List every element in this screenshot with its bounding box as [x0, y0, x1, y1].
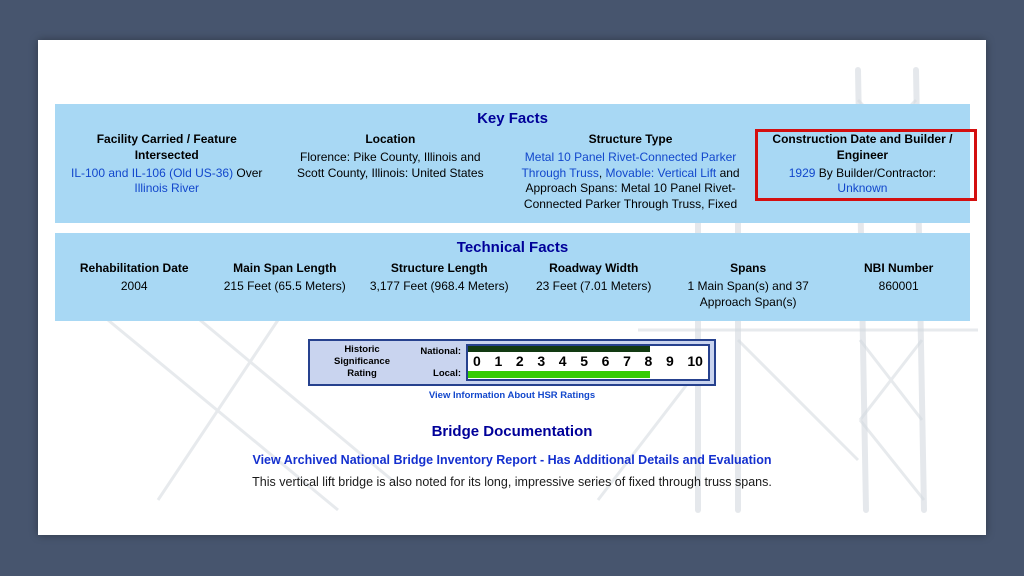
construction-year-link[interactable]: 1929	[788, 165, 816, 180]
key-facts-section: Key Facts Facility Carried / Feature Int…	[55, 104, 977, 224]
hsr-tick-3: 3	[537, 353, 546, 370]
key-facts-title: Key Facts	[477, 110, 548, 127]
hsr-tick-4: 4	[558, 353, 567, 370]
structure-length-cell: Structure Length 3,177 Feet (968.4 Meter…	[358, 261, 520, 295]
hsr-tick-1: 1	[494, 353, 503, 370]
rehabilitation-date-value: 2004	[120, 278, 148, 293]
hsr-tick-2: 2	[515, 353, 524, 370]
main-span-length-cell: Main Span Length 215 Feet (65.5 Meters)	[211, 261, 358, 295]
hsr-tick-7: 7	[623, 353, 631, 370]
hsr-rating-label: Historic Significance Rating	[314, 344, 410, 381]
rehabilitation-date-cell: Rehabilitation Date 2004	[57, 261, 211, 295]
hsr-local-bar	[468, 370, 651, 378]
facility-over-text: Over	[233, 165, 263, 180]
hsr-tick-5: 5	[580, 353, 588, 370]
roadway-width-header: Roadway Width	[549, 261, 639, 276]
structure-type-approach-text: and Approach Spans: Metal 10 Panel Rivet…	[523, 165, 740, 212]
construction-column: Construction Date and Builder / Engineer…	[757, 132, 968, 197]
hsr-label-line3: Rating	[347, 368, 377, 380]
technical-facts-title: Technical Facts	[456, 239, 569, 257]
hsr-rating-widget: Historic Significance Rating National: L…	[38, 338, 986, 401]
structure-length-header: Structure Length	[390, 261, 488, 276]
facility-feature-link[interactable]: Illinois River	[134, 181, 200, 196]
technical-facts-section: Technical Facts Rehabilitation Date 2004…	[55, 233, 970, 321]
nbi-number-header: NBI Number	[864, 261, 934, 276]
roadway-width-cell: Roadway Width 23 Feet (7.01 Meters)	[520, 261, 667, 295]
hsr-info-link[interactable]: View Information About HSR Ratings	[428, 389, 596, 401]
hsr-tick-6: 6	[601, 353, 610, 370]
movable-type-link[interactable]: Movable: Vertical Lift	[605, 165, 717, 180]
spans-header: Spans	[730, 261, 767, 276]
hsr-label-line1: Historic	[344, 344, 380, 356]
structure-type-separator: ,	[598, 165, 606, 180]
structure-type-header: Structure Type	[588, 132, 673, 146]
bridge-documentation-title: Bridge Documentation	[431, 422, 593, 440]
main-span-length-value: 215 Feet (65.5 Meters)	[223, 278, 346, 293]
archived-nbi-report-link[interactable]: View Archived National Bridge Inventory …	[252, 452, 772, 467]
spans-cell: Spans 1 Main Span(s) and 37 Approach Spa…	[667, 261, 829, 310]
location-text: Florence: Pike County, Illinois and Scot…	[297, 149, 484, 180]
browser-page: Key Facts Facility Carried / Feature Int…	[38, 40, 986, 535]
roadway-width-value: 23 Feet (7.01 Meters)	[535, 278, 652, 293]
hsr-tick-10: 10	[687, 353, 703, 370]
hsr-national-bar	[468, 345, 651, 352]
hsr-scale: 0 1 2 3 4 5 6 7 8 9 10	[466, 343, 710, 381]
hsr-local-label: Local:	[433, 367, 461, 379]
builder-link[interactable]: Unknown	[837, 181, 888, 196]
spans-value: 1 Main Span(s) and 37 Approach Span(s)	[687, 278, 809, 309]
hsr-tick-9: 9	[665, 353, 674, 370]
page-content: Key Facts Facility Carried / Feature Int…	[38, 40, 986, 489]
key-facts-table: Facility Carried / Feature Intersected I…	[55, 130, 970, 223]
structure-type-link[interactable]: Metal 10 Panel Rivet-Connected Parker Th…	[521, 149, 737, 180]
hsr-label-line2: Significance	[334, 356, 390, 368]
nbi-number-value: 860001	[878, 278, 919, 293]
hsr-scale-numbers: 0 1 2 3 4 5 6 7 8 9 10	[468, 352, 708, 371]
hsr-national-label: National:	[420, 345, 461, 357]
location-header: Location	[365, 132, 416, 146]
facility-header: Facility Carried / Feature Intersected	[96, 132, 237, 162]
rehabilitation-date-header: Rehabilitation Date	[79, 261, 189, 276]
facility-column: Facility Carried / Feature Intersected I…	[57, 132, 276, 197]
hsr-side-labels: National: Local:	[410, 344, 466, 381]
main-span-length-header: Main Span Length	[233, 261, 337, 276]
nbi-number-cell: NBI Number 860001	[829, 261, 968, 295]
bridge-note-text: This vertical lift bridge is also noted …	[252, 474, 772, 489]
technical-facts-table: Rehabilitation Date 2004 Main Span Lengt…	[55, 259, 970, 320]
facility-route-link[interactable]: IL-100 and IL-106 (Old US-36)	[71, 165, 234, 180]
construction-header: Construction Date and Builder / Engineer	[772, 132, 953, 162]
structure-type-column: Structure Type Metal 10 Panel Rivet-Conn…	[504, 132, 757, 213]
hsr-tick-8: 8	[644, 353, 653, 370]
hsr-tick-0: 0	[473, 353, 481, 370]
hsr-rating-box: Historic Significance Rating National: L…	[308, 338, 716, 386]
location-column: Location Florence: Pike County, Illinois…	[276, 132, 504, 181]
structure-length-value: 3,177 Feet (968.4 Meters)	[369, 278, 509, 293]
construction-by-text: By Builder/Contractor:	[815, 165, 937, 180]
